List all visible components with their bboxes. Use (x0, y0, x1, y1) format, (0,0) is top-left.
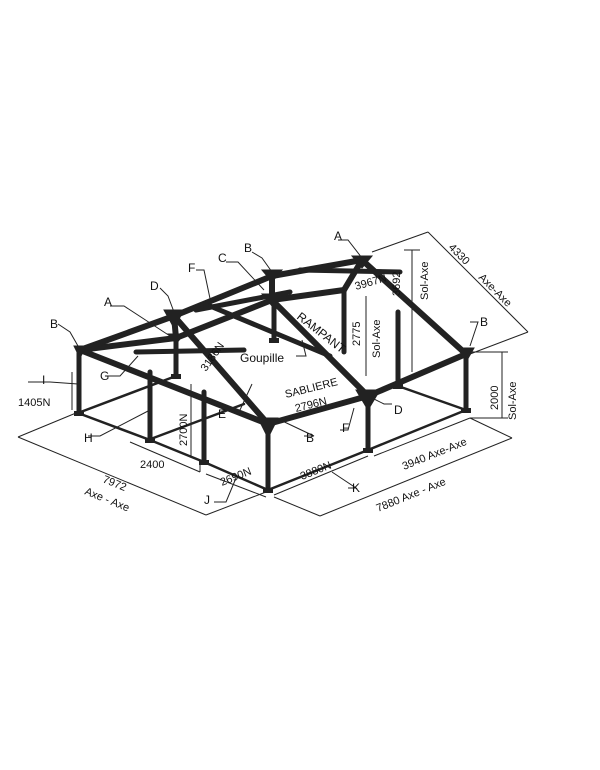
base-frame (76, 374, 468, 492)
dim-sol-axe-mid: Sol-Axe (371, 319, 383, 358)
label-b-front: B (306, 431, 314, 445)
connector-b-right (457, 347, 475, 364)
dim-1405n: 1405N (18, 397, 50, 409)
dim-7880: 7880 Axe - Axe (375, 476, 448, 515)
base-plates (74, 338, 471, 493)
connector-b-front (257, 417, 279, 440)
label-d-right: D (394, 403, 403, 417)
sabliere-label: SABLIERE (284, 376, 339, 401)
label-e: E (218, 407, 226, 421)
dim-3967n: 3967N (354, 272, 389, 292)
dim-4330: 4330 (446, 242, 472, 268)
leader-lines (28, 239, 479, 503)
connectors (73, 255, 475, 440)
label-b-left: B (50, 317, 58, 331)
connector-c (260, 293, 284, 307)
label-a-peak: A (334, 229, 342, 243)
connector-a-peak (350, 255, 374, 269)
connector-d-left (163, 309, 185, 330)
label-g: G (100, 369, 109, 383)
connector-d-right (355, 389, 381, 411)
dim-3692: 3692 (391, 272, 403, 296)
dim-2000: 2000 (489, 386, 501, 410)
dim-7972: 7972 (101, 474, 128, 494)
label-b-right: B (480, 315, 488, 329)
dim-2700n: 2700N (178, 414, 190, 446)
connector-b-left (73, 345, 87, 360)
roof-frame (77, 257, 469, 427)
dim-sol-axe-side: Sol-Axe (507, 381, 519, 420)
connector-a-left (166, 333, 186, 345)
dim-2400: 2400 (140, 459, 164, 471)
label-j: J (204, 493, 210, 507)
dim-3880n: 3880N (299, 459, 334, 482)
label-b-ridge: B (244, 241, 252, 255)
part-labels: A B C F D A B B G I H E B F D J K (42, 229, 488, 507)
label-f-front: F (342, 421, 349, 435)
label-f-top: F (188, 261, 195, 275)
label-a-left: A (104, 295, 112, 309)
connector-b-ridge (260, 269, 284, 283)
dim-2775: 2775 (351, 322, 363, 346)
dim-axe-axe-right: Axe-Axe (476, 272, 514, 310)
label-c: C (218, 251, 227, 265)
label-h: H (84, 431, 93, 445)
label-k: K (352, 481, 360, 495)
label-i: I (42, 373, 45, 387)
dim-sol-axe-peak: Sol-Axe (419, 261, 431, 300)
goupille-label: Goupille (240, 351, 284, 365)
label-d-left: D (150, 279, 159, 293)
dimension-lines (17, 231, 529, 517)
